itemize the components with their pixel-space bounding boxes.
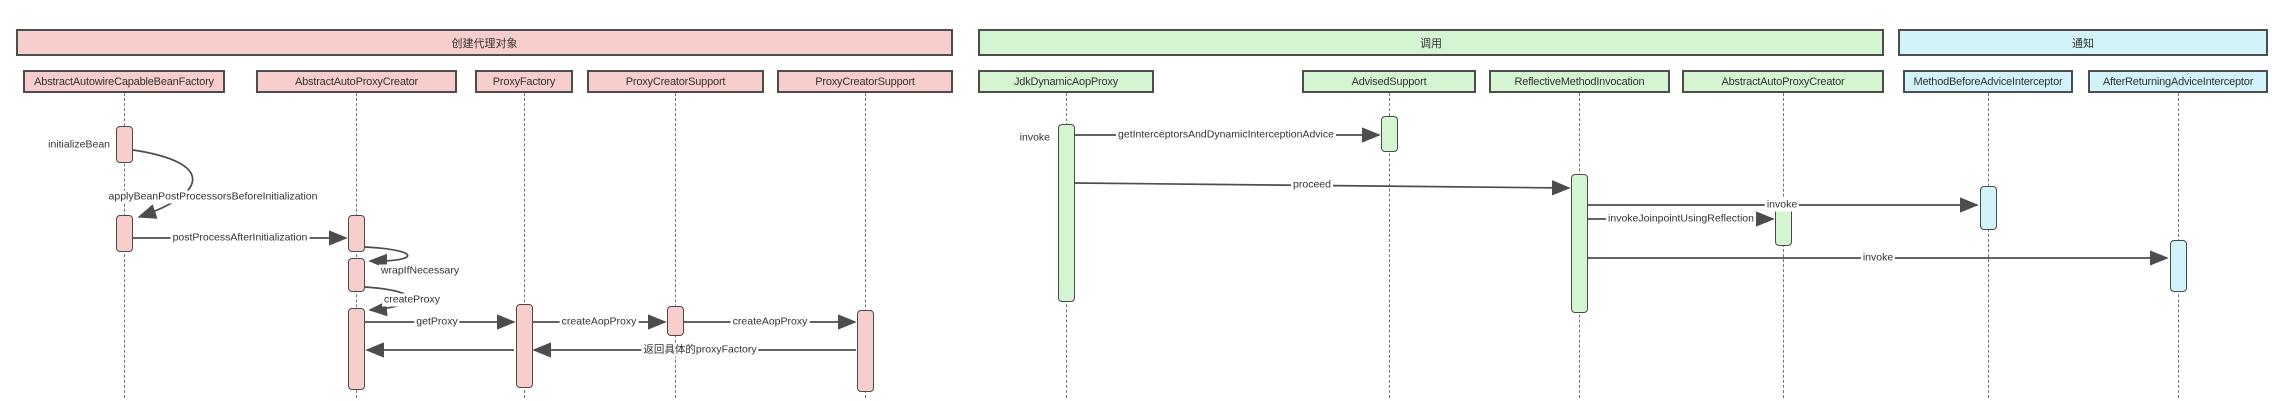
activation-bar bbox=[1571, 174, 1588, 313]
participant-box: AdvisedSupport bbox=[1302, 70, 1476, 93]
message-label: initializeBean bbox=[48, 138, 110, 151]
message-label: invoke bbox=[1764, 198, 1800, 212]
section-frame-invoke: 调用 bbox=[978, 29, 1884, 56]
section-frame-notify: 通知 bbox=[1898, 29, 2268, 56]
message-label: invoke bbox=[1019, 131, 1050, 144]
activation-bar bbox=[115, 215, 133, 252]
activation-bar bbox=[515, 304, 533, 388]
activation-bar bbox=[667, 306, 684, 336]
message-label: applyBeanPostProcessorsBeforeInitializat… bbox=[106, 190, 320, 204]
activation-bar bbox=[1979, 186, 1997, 230]
participant-box: ReflectiveMethodInvocation bbox=[1489, 70, 1670, 93]
message-label: createAopProxy bbox=[559, 315, 639, 329]
participant-box: AfterReturningAdviceInterceptor bbox=[2088, 70, 2268, 93]
message-label: proceed bbox=[1291, 178, 1333, 192]
message-label: postProcessAfterInitialization bbox=[170, 231, 310, 245]
message-label: getProxy bbox=[414, 315, 460, 329]
activation-bar bbox=[348, 215, 365, 252]
participant-box: MethodBeforeAdviceInterceptor bbox=[1903, 70, 2073, 93]
lifeline bbox=[1388, 93, 1390, 398]
self-call-arrow bbox=[132, 149, 194, 219]
lifeline bbox=[523, 93, 525, 398]
activation-bar bbox=[115, 126, 133, 163]
message-label: wrapIfNecessary bbox=[378, 264, 462, 278]
lifeline bbox=[675, 93, 676, 398]
participant-box: JdkDynamicAopProxy bbox=[978, 70, 1154, 93]
lifeline bbox=[864, 93, 866, 398]
activation-bar bbox=[2169, 240, 2187, 292]
participant-box: ProxyCreatorSupport bbox=[777, 70, 953, 93]
section-frame-create-proxy-object: 创建代理对象 bbox=[16, 29, 953, 56]
message-label: getInterceptorsAndDynamicInterceptionAdv… bbox=[1116, 128, 1336, 142]
activation-bar bbox=[348, 258, 365, 292]
lifeline bbox=[1987, 93, 1989, 398]
activation-bar bbox=[348, 308, 365, 390]
participant-box: AbstractAutoProxyCreator bbox=[256, 70, 457, 93]
participant-box: ProxyFactory bbox=[475, 70, 573, 93]
participant-box: AbstractAutoProxyCreator bbox=[1682, 70, 1884, 93]
activation-bar bbox=[856, 310, 874, 392]
message-label: invoke bbox=[1860, 251, 1896, 265]
self-call-arrow bbox=[364, 246, 409, 269]
activation-bar bbox=[1380, 116, 1398, 152]
activation-bar bbox=[1057, 124, 1075, 302]
message-label: 返回具体的proxyFactory bbox=[641, 343, 759, 357]
message-label: createAopProxy bbox=[730, 315, 810, 329]
message-label: createProxy bbox=[381, 293, 443, 307]
message-label: invokeJoinpointUsingReflection bbox=[1606, 212, 1756, 226]
participant-box: AbstractAutowireCapableBeanFactory bbox=[23, 70, 225, 93]
participant-box: ProxyCreatorSupport bbox=[587, 70, 764, 93]
